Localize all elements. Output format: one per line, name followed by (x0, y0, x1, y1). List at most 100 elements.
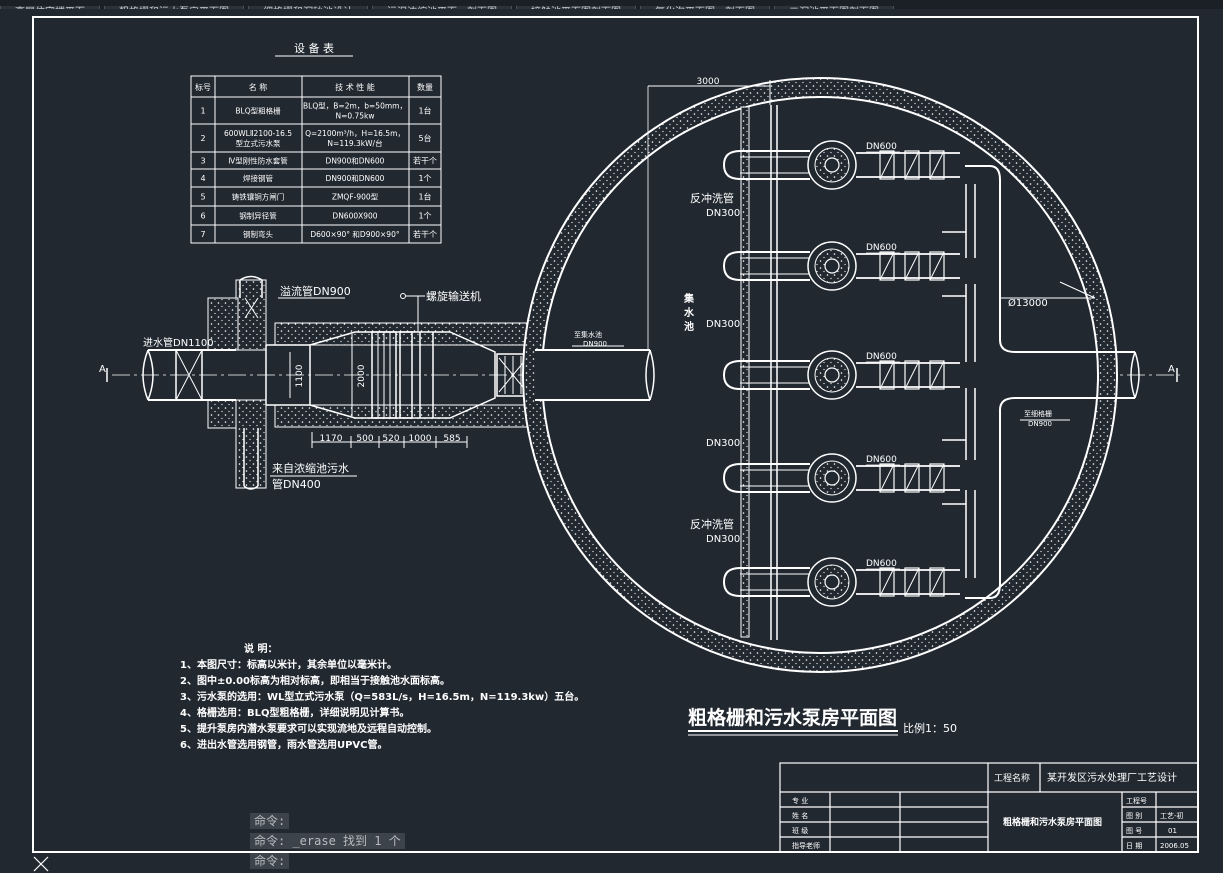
project-label: 工程名称 (994, 772, 1030, 784)
equipment-row-name: 600WLⅡ2100-16.5 (224, 129, 292, 138)
pump-shaft (824, 157, 840, 173)
command-history-line-1: 命令: (250, 813, 290, 829)
pump-unit-5: DN600 (722, 557, 960, 607)
drawing-scale: 比例1：50 (903, 721, 957, 735)
pump-valve (929, 360, 945, 390)
overflow-pipe-label: 溢流管DN900 (280, 284, 351, 298)
pump-valve (904, 360, 920, 390)
pump-valve (904, 463, 920, 493)
collect-well-label-2: 水 (683, 306, 695, 319)
note-3: 3、污水泵的选用：WL型立式污水泵（Q=583L/s，H=16.5m，N=119… (180, 690, 584, 703)
pump-body (807, 140, 857, 190)
pump-suction-inner (740, 366, 810, 384)
notes-title: 说 明： (244, 642, 277, 655)
dim-3000: 3000 (697, 77, 720, 87)
drawing-tab-6[interactable]: 氧化沟平面图、剖面图 (640, 6, 770, 9)
pump-valve (904, 567, 920, 597)
tb-category-label: 图 别 (1126, 811, 1142, 820)
equipment-row-name: BLQ型粗格栅 (235, 106, 281, 116)
equipment-row-spec: DN900和DN600 (326, 157, 385, 166)
pump-unit-1: DN600 (722, 140, 960, 190)
pump-suction-inner (740, 257, 810, 275)
pump-suction-pipe (722, 360, 810, 390)
pump-shaft (824, 367, 840, 383)
pump-body (807, 241, 857, 291)
pump-suction-pipe (722, 150, 810, 180)
pump-suction-pipe (722, 567, 810, 597)
dn300-b: DN300 (706, 438, 740, 449)
tb-drawing-no-label: 图 号 (1126, 827, 1142, 835)
inlet-pipe-label: 进水管DN1100 (143, 336, 214, 349)
tb-row-major: 专 业 (792, 796, 808, 805)
drawing-tab-2[interactable]: 粗格栅和污水泵房平面图 (104, 6, 244, 9)
diameter-label: Ø13000 (1008, 297, 1048, 309)
pump-suction-inner (740, 573, 810, 591)
drawing-tab-3[interactable]: 细格栅和沉砂池设计 (248, 6, 368, 9)
drawing-tab-5[interactable]: 接触池平面图剖面图 (516, 6, 636, 9)
pump-valve (904, 150, 920, 180)
pump-valve (929, 567, 945, 597)
equipment-header-2: 名 称 (249, 82, 268, 92)
equipment-row-qty: 5台 (418, 133, 431, 143)
tb-date: 2006.05 (1160, 842, 1189, 850)
pump-valve-mark (929, 567, 945, 597)
equipment-row-no: 7 (200, 230, 205, 239)
equipment-table-title: 设 备 表 (294, 41, 334, 55)
drawing-tab-4[interactable]: 污泥浓缩池平面、剖面图 (372, 6, 512, 9)
equipment-table: 设 备 表 (190, 41, 442, 244)
command-history-line-2: 命令: _erase 找到 1 个 (250, 833, 405, 849)
pump-valve-mark (904, 360, 920, 390)
note-4: 4、格栅选用：BLQ型粗格栅，详细说明见计算书。 (180, 706, 409, 719)
equipment-row-spec: BLQ型，B=2m，b=50mm， (303, 102, 407, 111)
pump-body (807, 557, 857, 607)
equipment-row-spec: N=119.3kW/台 (327, 138, 382, 148)
to-fine-label: 至细格栅 (1024, 409, 1052, 418)
drawing-tab-bar: 高层住宅楼平面 粗格栅和污水泵房平面图 细格栅和沉砂池设计 污泥浓缩池平面、剖面图 接触… (0, 0, 1223, 9)
drawing-border (32, 16, 1199, 853)
pump-shaft (824, 574, 840, 590)
pump-unit-3: DN600 (722, 350, 960, 400)
inlet-channel (106, 275, 1180, 490)
pump-valve-mark (904, 463, 920, 493)
thickener-pipe-label-2: 管DN400 (272, 477, 321, 491)
equipment-row-qty: 1个 (418, 212, 431, 221)
pump-dn-label: DN600 (866, 352, 897, 362)
equipment-row-spec: DN600X900 (332, 212, 377, 221)
equipment-row-name: Ⅳ型刚性防水套管 (228, 156, 288, 166)
pump-valve (929, 463, 945, 493)
equipment-row-qty: 若干个 (413, 229, 437, 239)
tb-date-label: 日 期 (1126, 842, 1142, 850)
pump-valve-mark (904, 150, 920, 180)
pump-shaft (824, 470, 840, 486)
drawing-title: 粗格栅和污水泵房平面图 (688, 706, 897, 729)
equipment-row-name: 焊接钢管 (243, 173, 273, 183)
equipment-row-no: 5 (200, 193, 205, 202)
tb-category: 工艺-初 (1160, 811, 1184, 820)
drawing-tab-7[interactable]: 二沉池平面图剖面图 (774, 6, 894, 9)
backwash-label-2: 反冲洗管 (690, 517, 734, 531)
backwash-dn-1: DN300 (706, 208, 740, 219)
equipment-row-name: 钢制弯头 (243, 229, 273, 239)
pump-valve-mark (879, 251, 895, 281)
dim-1100: 1100 (295, 364, 305, 387)
dim-500: 500 (356, 434, 373, 444)
equipment-row-name: 型立式污水泵 (236, 138, 281, 148)
drawing-tab-1[interactable]: 高层住宅楼平面 (0, 6, 100, 9)
pump-dn-label: DN600 (866, 455, 897, 465)
note-6: 6、进出水管选用钢管，雨水管选用UPVC管。 (180, 738, 388, 751)
equipment-header-1: 标号 (195, 82, 211, 92)
equipment-row-qty: 1台 (418, 106, 431, 116)
tb-drawing-no: 01 (1168, 827, 1177, 835)
pump-valve-mark (929, 463, 945, 493)
equipment-row-no: 3 (200, 157, 205, 166)
title-block-drawing-name: 粗格栅和污水泵房平面图 (1003, 816, 1102, 828)
to-fine-dn: DN900 (1028, 420, 1052, 428)
equipment-header-3: 技 术 性 能 (335, 82, 375, 92)
pump-dn-label: DN600 (866, 142, 897, 152)
pump-valve-mark (879, 150, 895, 180)
collect-well-label-3: 池 (684, 320, 694, 333)
command-line-input[interactable]: 命令: (250, 853, 290, 869)
note-2: 2、图中±0.00标高为相对标高，即相当于接触池水面标高。 (180, 674, 450, 687)
pump-valve (929, 150, 945, 180)
